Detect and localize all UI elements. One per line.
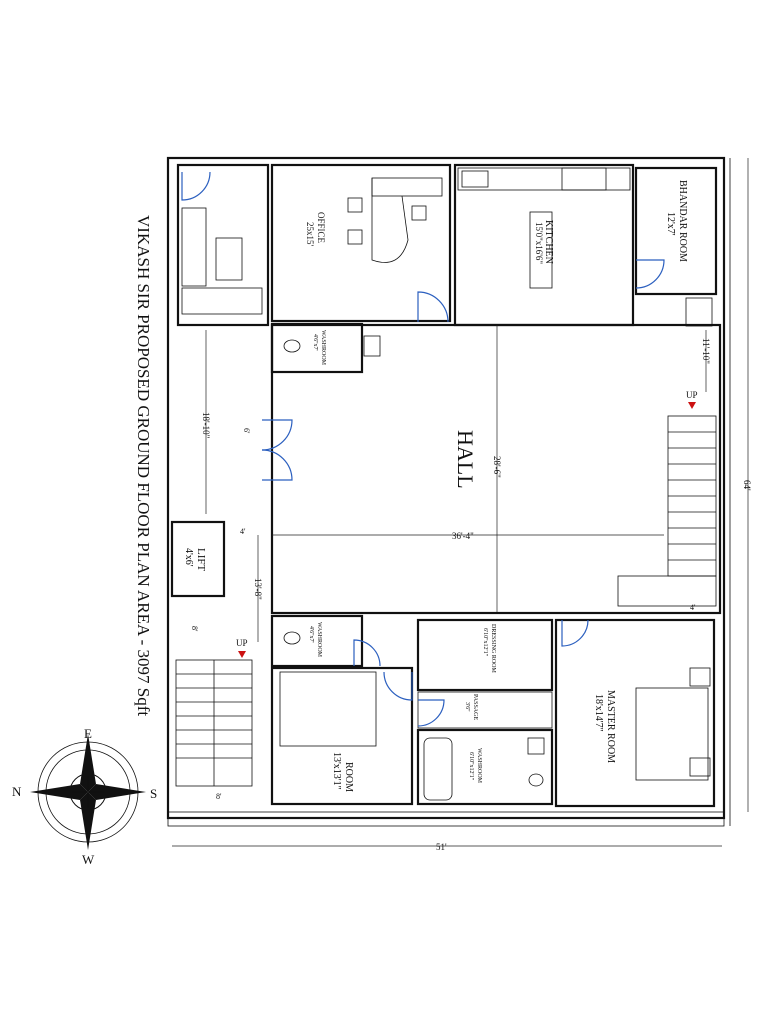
compass-e: E: [84, 726, 92, 741]
bhandar-door: [635, 259, 665, 289]
dressing-name: DRESSING ROOM: [490, 624, 496, 674]
washroom-bottom-size: 6'10"x12'1": [468, 752, 474, 781]
hall-name: HALL: [453, 430, 478, 489]
lift-size: 4'x6': [183, 548, 194, 567]
dim-8-stair: 8': [216, 792, 222, 801]
lift-wall: [170, 520, 226, 598]
kitchen-label-box: [529, 211, 553, 289]
office-desk: [371, 177, 443, 197]
stair-right-steps: [668, 431, 716, 561]
up-left-arrow: [238, 651, 246, 658]
hall-wall: [270, 323, 722, 615]
up-left: UP: [236, 638, 248, 648]
wc-bottom: [528, 773, 544, 787]
bhandar-size: 12'x7': [665, 212, 676, 236]
bhandar-wall: [634, 166, 718, 296]
master-bed: [635, 687, 709, 781]
dressing-size: 6'10"x12'1": [482, 628, 488, 657]
dim-13-8: 13'-8": [253, 578, 263, 600]
passage-name: PASSAGE: [472, 694, 478, 720]
office-door: [417, 291, 449, 323]
dim-11-10: 11'-10": [701, 338, 711, 364]
up-right: UP: [686, 390, 698, 400]
bathtub: [423, 737, 453, 801]
outer-wall: [166, 156, 726, 820]
master-door: [561, 619, 589, 647]
washroom-bottom-name: WASHROOM: [476, 748, 482, 784]
stair-left-steps: [176, 660, 252, 786]
dressing-wall: [416, 618, 554, 692]
dim-4-lift: 4': [240, 527, 246, 536]
dim-8-side: 8': [190, 626, 199, 632]
dim-51: 51': [436, 842, 447, 852]
washroom-mid-name: WASHROOM: [316, 622, 322, 658]
compass-w: W: [82, 852, 95, 867]
passage-door: [417, 699, 445, 727]
washroom-top-name: WASHROOM: [320, 330, 326, 366]
compass-n: N: [12, 784, 22, 799]
up-right-arrow: [688, 402, 696, 409]
office-chair-3: [411, 205, 427, 221]
tv-table: [215, 237, 243, 281]
passage-size: 3'6": [464, 702, 470, 712]
office-chair-2: [347, 229, 363, 245]
office-wall: [270, 163, 452, 323]
plan-title: VIKASH SIR PROPOSED GROUND FLOOR PLAN AR…: [134, 215, 153, 716]
dim-28-6: 28'-6": [492, 456, 502, 478]
stair-right-landing: [617, 575, 717, 607]
washroom-mid-size: 4'6"x7': [308, 626, 314, 643]
kitchen-stove: [561, 167, 607, 191]
kitchen-size: 15'0"x16'6": [534, 222, 544, 264]
hall-door-1: [261, 419, 293, 451]
room-door: [383, 671, 413, 701]
room-bed: [279, 671, 377, 747]
dim-4-stair: 4': [690, 603, 696, 612]
washroom-mid-door: [353, 639, 381, 667]
lounge-wall: [176, 163, 270, 327]
office-name: OFFICE: [316, 212, 326, 244]
room-wall: [270, 666, 414, 806]
sofa-bottom: [181, 287, 263, 315]
passage-wall: [417, 691, 553, 729]
dim-6-door: 6': [242, 428, 251, 434]
kitchen-sink: [461, 170, 489, 188]
dim-64: 64': [742, 480, 752, 491]
plot-boundary: [167, 811, 725, 827]
dim-18-10: 18'-10": [201, 412, 211, 439]
kitchen-name: KITCHEN: [543, 220, 554, 264]
wc-top: [283, 339, 301, 353]
fridge: [685, 297, 713, 327]
washroom-bottom-wall: [416, 728, 554, 806]
room-size: 13'x13'1": [331, 752, 342, 790]
office-chair-1: [347, 197, 363, 213]
basin-bottom: [527, 737, 545, 755]
master-side-table-2: [689, 757, 711, 777]
compass-rose: [30, 734, 146, 850]
bhandar-name: BHANDAR ROOM: [677, 180, 688, 262]
kitchen-counter: [457, 167, 631, 191]
master-name: MASTER ROOM: [605, 690, 616, 763]
wc-mid: [283, 631, 301, 645]
hall-door-2: [261, 449, 293, 481]
master-size: 18'x14'7": [593, 694, 604, 732]
dim-36-4: 36'-4": [452, 531, 474, 541]
office-size: 25x15': [305, 222, 315, 247]
basin-top: [363, 335, 381, 357]
lift-name: LIFT: [195, 548, 207, 572]
room-name: ROOM: [343, 762, 354, 792]
sofa-top: [181, 207, 207, 287]
compass-s: S: [150, 786, 157, 801]
lounge-door: [181, 171, 211, 201]
master-side-table-1: [689, 667, 711, 687]
master-wall: [554, 618, 716, 808]
washroom-top-size: 4'6"x7': [312, 334, 318, 351]
office-desk-curve: [371, 178, 409, 263]
